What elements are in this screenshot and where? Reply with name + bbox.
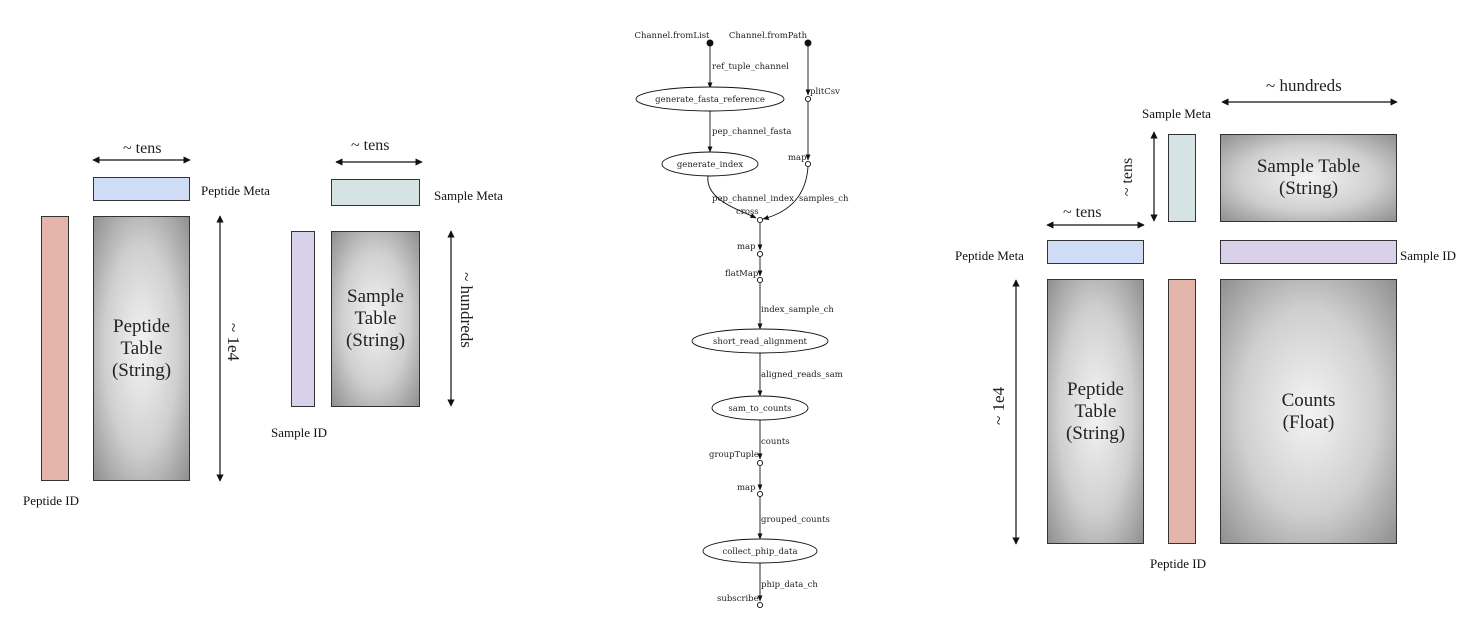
flow-ch-grouped: grouped_counts — [761, 515, 830, 525]
sample-id-column — [291, 231, 315, 407]
sample-table-line-2: Table — [354, 308, 397, 329]
counts-table: Counts (Float) — [1220, 279, 1397, 544]
right-sample-meta-label: Sample Meta — [1142, 106, 1211, 121]
right-sample-table-line-1: Sample Table — [1256, 156, 1361, 177]
right-peptide-table-line-3: (String) — [1065, 422, 1126, 444]
peptide-id-column — [41, 216, 69, 481]
peptide-meta-box — [93, 177, 190, 201]
sample-table: Sample Table (String) — [331, 231, 420, 407]
flow-ch-phip: phip_data_ch — [761, 580, 818, 590]
right-peptide-table: Peptide Table (String) — [1047, 279, 1144, 544]
flow-labels: Channel.fromList Channel.fromPath genera… — [635, 31, 850, 604]
flow-process-collect: collect_phip_data — [722, 547, 797, 557]
right-sample-id-row — [1220, 240, 1397, 264]
tens-label-sample: ~ tens — [351, 137, 390, 154]
peptide-table: Peptide Table (String) — [93, 216, 190, 481]
peptide-table-line-3: (String) — [111, 359, 172, 381]
counts-table-line-1: Counts — [1281, 389, 1336, 411]
right-sample-table-line-2: (String) — [1278, 178, 1339, 199]
peptide-id-label: Peptide ID — [23, 493, 79, 508]
flow-ch-ref: ref_tuple_channel — [712, 62, 789, 72]
tens-label-right-v: ~ tens — [1119, 157, 1137, 197]
flow-ch-index-sample: index_sample_ch — [761, 305, 834, 315]
flow-op-splitcsv: plitCsv — [810, 87, 840, 97]
peptide-table-line-1: Peptide — [113, 315, 170, 337]
flow-process-align: short_read_alignment — [713, 337, 808, 347]
right-peptide-table-line-1: Peptide — [1067, 378, 1124, 400]
flow-source-list: Channel.fromList — [635, 31, 711, 41]
flow-op-map-2: map — [737, 242, 756, 252]
flow-op-map-3: map — [737, 483, 756, 493]
right-sample-id-label: Sample ID — [1400, 248, 1456, 263]
flow-op-map-1: map — [788, 153, 807, 163]
right-peptide-id-column — [1168, 279, 1196, 544]
right-peptide-id-label: Peptide ID — [1150, 556, 1206, 571]
flow-graph — [635, 39, 829, 609]
counts-table-line-2: (Float) — [1282, 411, 1335, 433]
sample-meta-box — [331, 179, 420, 206]
sample-table-line-3: (String) — [345, 330, 406, 351]
flow-process-index: generate_index — [677, 160, 743, 170]
flow-ch-aligned: aligned_reads_sam — [761, 370, 843, 380]
flow-op-grouptuple: groupTuple — [709, 450, 759, 460]
peptide-meta-label: Peptide Meta — [201, 183, 270, 198]
flow-ch-counts: counts — [761, 437, 790, 447]
sample-table-line-1: Sample — [347, 286, 404, 307]
flow-process-counts: sam_to_counts — [728, 404, 791, 414]
sample-id-label: Sample ID — [271, 425, 327, 440]
right-peptide-meta-row — [1047, 240, 1144, 264]
flow-op-cross: cross — [736, 207, 759, 217]
rows-label-right: ~ 1e4 — [989, 387, 1008, 425]
right-peptide-meta-label: Peptide Meta — [955, 248, 1024, 263]
flow-ch-fasta: pep_channel_fasta — [712, 127, 791, 137]
flow-op-flatmap: flatMap — [725, 269, 759, 279]
flow-ch-index: pep_channel_index — [712, 194, 794, 204]
right-sample-table: Sample Table (String) — [1220, 134, 1397, 222]
right-sample-meta-column — [1168, 134, 1196, 222]
tens-label-right-h: ~ tens — [1063, 204, 1102, 221]
hundreds-label-right: ~ hundreds — [1266, 76, 1342, 95]
rows-label-left: ~ 1e4 — [224, 323, 243, 361]
right-peptide-table-line-2: Table — [1074, 400, 1117, 422]
sample-meta-label: Sample Meta — [434, 188, 503, 203]
flow-process-fasta: generate_fasta_reference — [655, 95, 765, 105]
flow-ch-samples: samples_ch — [799, 194, 849, 204]
peptide-table-line-2: Table — [120, 337, 163, 359]
hundreds-label-left: ~ hundreds — [456, 272, 476, 348]
tens-label-peptide: ~ tens — [123, 140, 162, 157]
flow-op-subscribe: subscribe — [717, 594, 759, 604]
flow-source-path: Channel.fromPath — [729, 31, 808, 41]
